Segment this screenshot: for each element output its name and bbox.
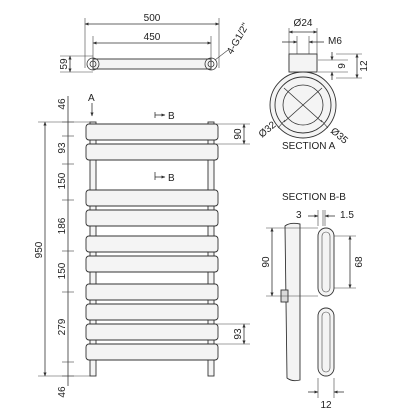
left-valve-outer: [86, 57, 100, 71]
panel-8: [85, 303, 219, 321]
panel-4: [85, 209, 219, 227]
dim-950-label: 950: [34, 241, 45, 258]
panel-3: [85, 189, 219, 207]
seg-150-a-label: 150: [57, 172, 68, 189]
seg-46-bottom-label: 46: [57, 386, 68, 398]
dia-24-label: Ø24: [294, 18, 313, 29]
marker-b-bottom: B: [168, 173, 175, 184]
dim-12-a-label: 12: [359, 60, 370, 72]
wall-panel: [284, 222, 301, 382]
section-a: Ø24 M6 9 12 Ø32 Ø35 SECTION A: [257, 18, 370, 152]
right-valve-inner: [207, 60, 215, 68]
upper-tube: [317, 227, 335, 297]
connection-label: 4-G1/2": [225, 21, 252, 56]
right-valve-outer: [204, 57, 218, 71]
lower-tube: [317, 307, 335, 377]
dim-500-label: 500: [144, 13, 161, 24]
panel-1: [85, 123, 219, 141]
panel-2: [85, 143, 219, 161]
section-a-title: SECTION A: [282, 141, 336, 152]
top-rail: [92, 58, 212, 70]
seg-93-label: 93: [57, 142, 68, 154]
panel-5: [85, 235, 219, 253]
m6-label: M6: [328, 36, 342, 47]
dim-59-label: 59: [59, 58, 70, 70]
seg-150-b-label: 150: [57, 262, 68, 279]
dim-68-label: 68: [354, 256, 365, 268]
panel-10: [85, 343, 219, 361]
tube-inner-circle: [282, 84, 324, 126]
section-bb-title: SECTION B-B: [282, 192, 346, 203]
left-valve-inner: [89, 60, 97, 68]
seg-279-label: 279: [57, 318, 68, 335]
dim-3-label: 3: [296, 210, 302, 221]
dim-9-label: 9: [337, 63, 348, 69]
marker-a: A: [88, 93, 95, 104]
right-93-label: 93: [233, 328, 244, 340]
right-90-label: 90: [233, 128, 244, 140]
dim-1-5-label: 1.5: [340, 210, 354, 221]
dim-90-bb-label: 90: [261, 256, 272, 268]
panel-6: [85, 255, 219, 273]
section-bb: SECTION B-B 3 1.5 90 68 12: [261, 192, 365, 411]
seg-46-top-label: 46: [57, 98, 68, 110]
panel-9: [85, 323, 219, 341]
front-view: 950 46 93 150 186 150 279 46 A B: [34, 93, 250, 398]
bracket-body: [288, 53, 318, 73]
dim-450-label: 450: [144, 32, 161, 43]
seg-186-label: 186: [57, 217, 68, 234]
top-view: 500 450 59 4-G1/2": [59, 13, 252, 73]
dim-12-bb-label: 12: [320, 400, 332, 411]
panel-7: [85, 283, 219, 301]
marker-b-top: B: [168, 111, 175, 122]
